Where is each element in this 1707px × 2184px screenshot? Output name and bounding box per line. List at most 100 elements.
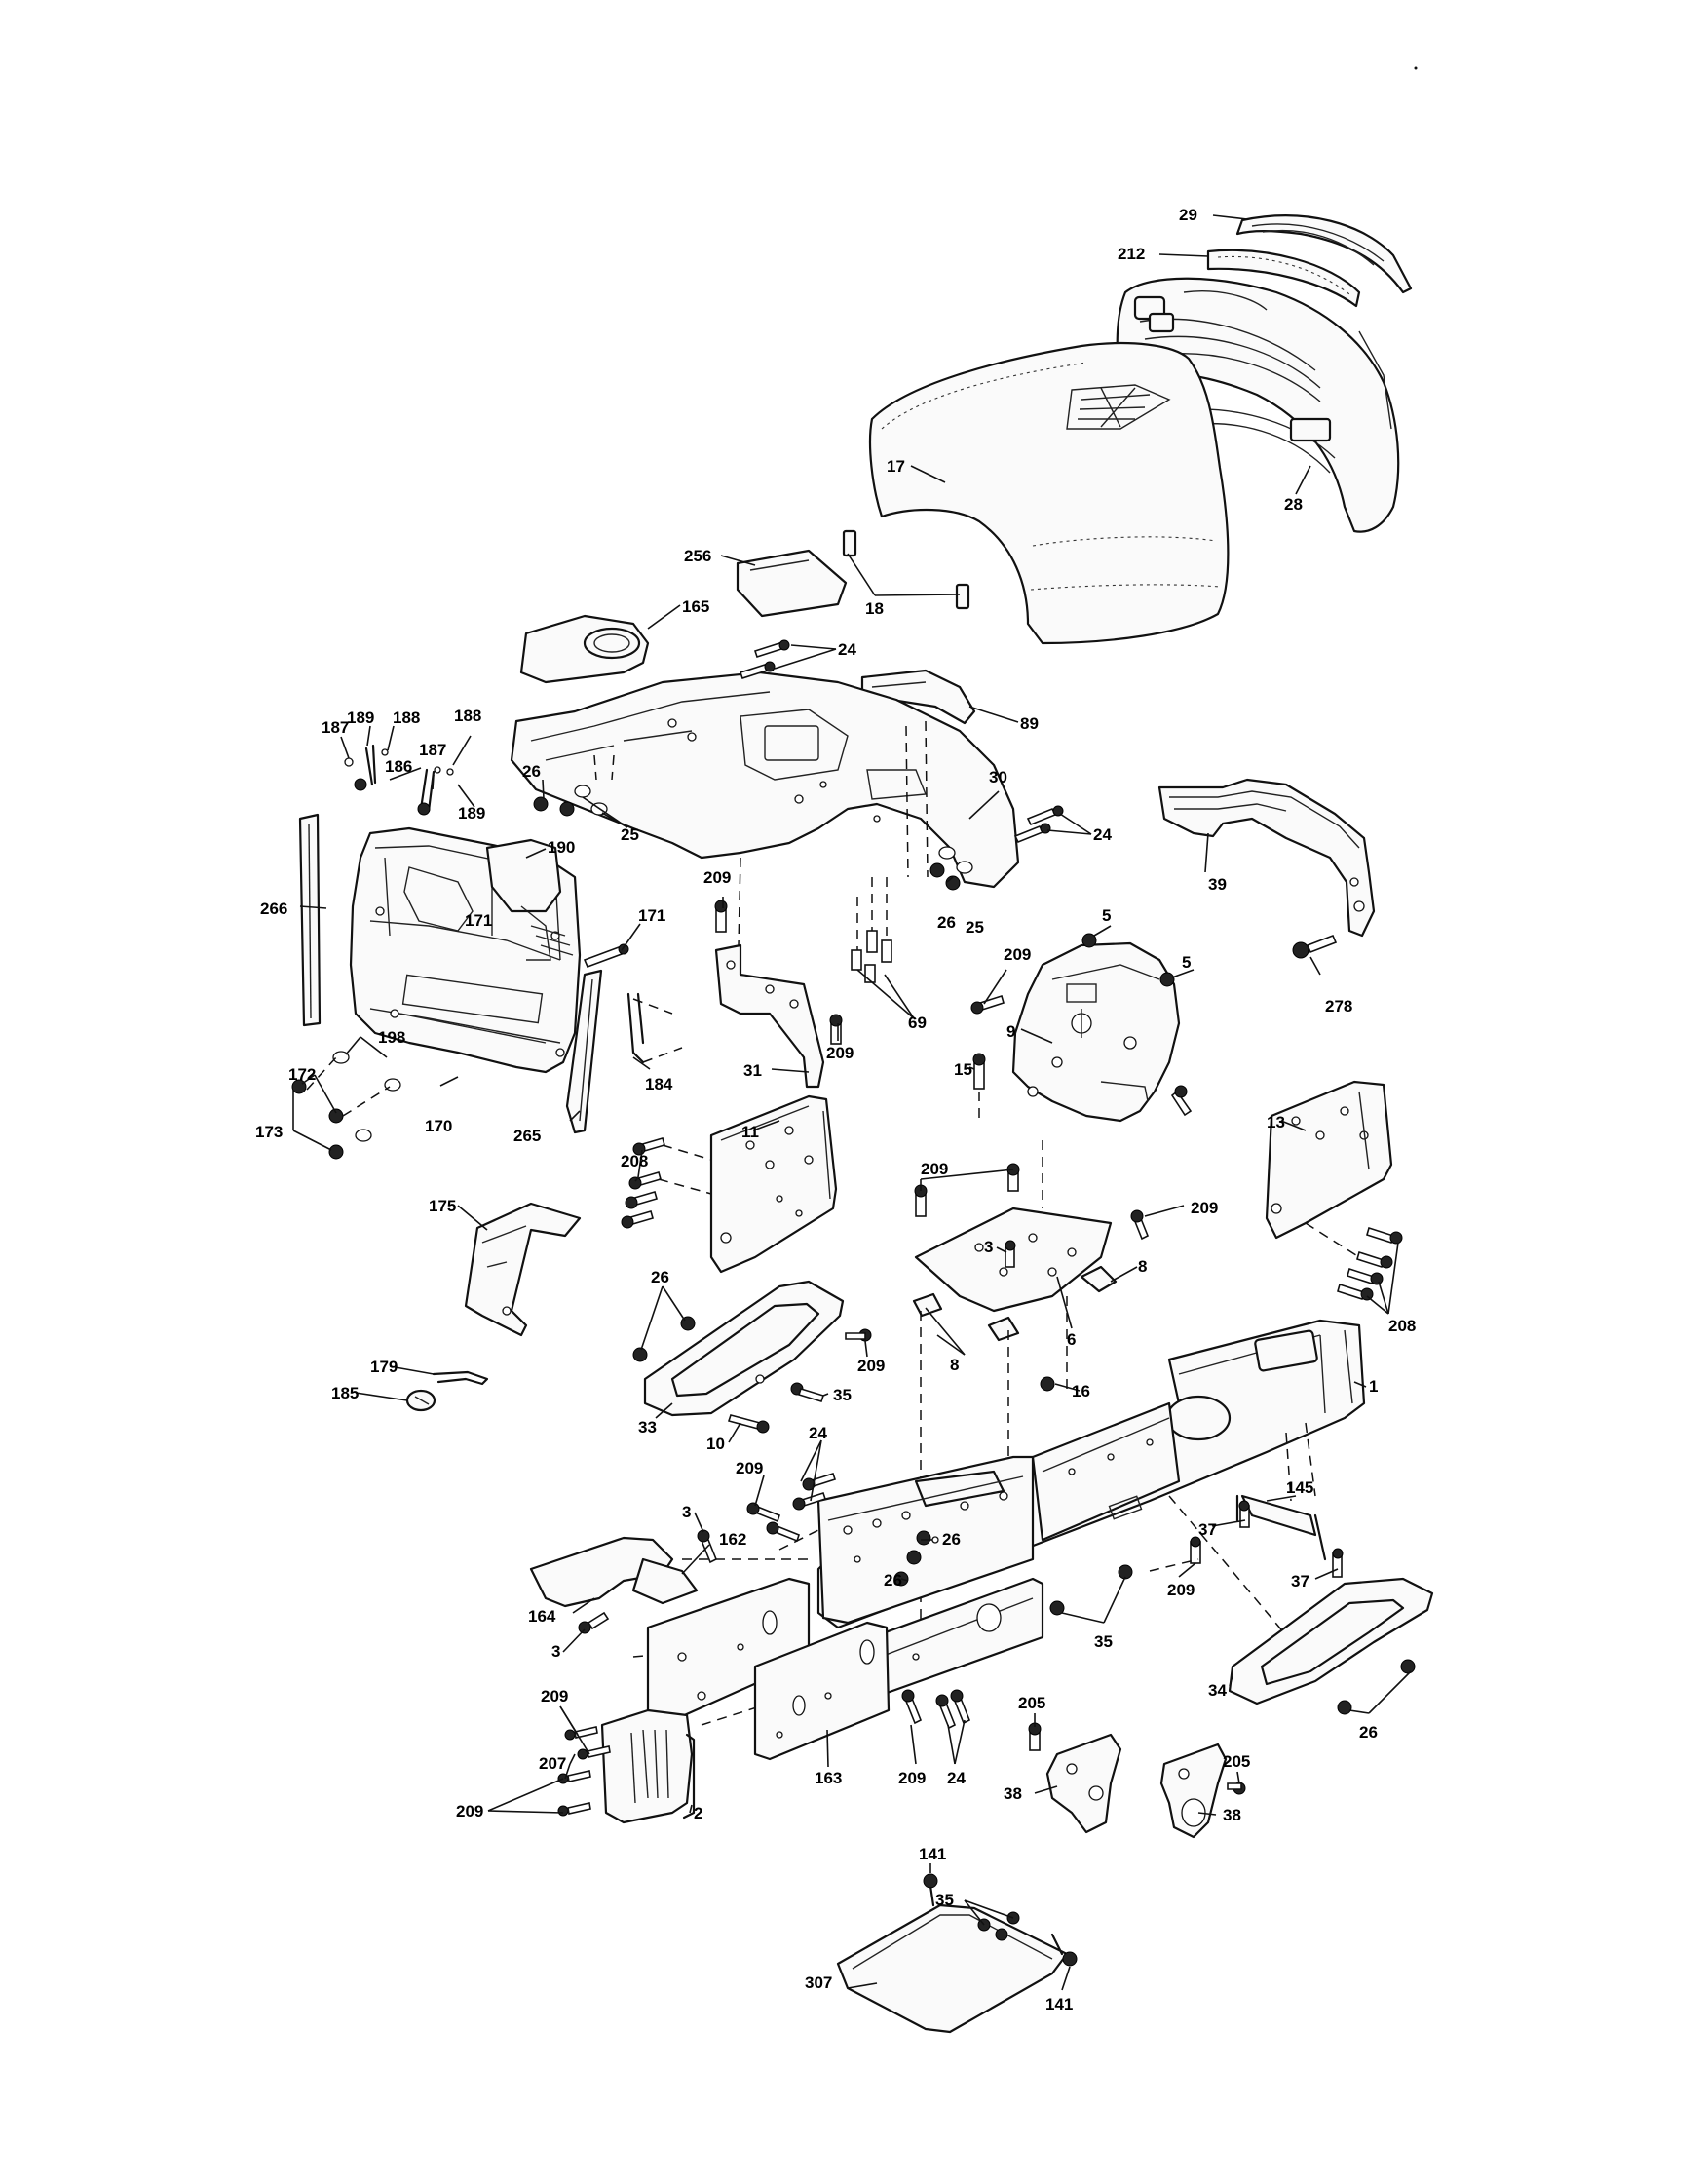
part-39-support-bracket (1157, 778, 1376, 938)
callout-37-b: 37 (1291, 1572, 1309, 1590)
callout-24-bottom: 24 (947, 1769, 966, 1787)
callout-9: 9 (1006, 1022, 1015, 1041)
part-13-right-panel (1265, 1080, 1393, 1240)
callout-89: 89 (1020, 714, 1039, 733)
callout-209-2-top: 209 (541, 1687, 568, 1705)
callout-3-plate: 3 (984, 1238, 993, 1256)
callout-35-33: 35 (833, 1386, 852, 1404)
part-185-grip (405, 1389, 436, 1412)
callout-141-top: 141 (919, 1845, 946, 1863)
callout-205-left: 205 (1018, 1694, 1045, 1712)
part-171-screw (583, 943, 629, 969)
callout-189-right: 189 (458, 804, 485, 823)
callout-18: 18 (865, 599, 884, 618)
callout-24-162: 24 (809, 1424, 827, 1442)
callout-15: 15 (954, 1060, 972, 1079)
part-24-bolts-right (1013, 805, 1064, 844)
part-33-left-footrest (643, 1280, 845, 1417)
part-209-bolt-frame (1190, 1536, 1201, 1564)
callout-171-right: 171 (638, 906, 665, 925)
part-209-bolts-9 (970, 994, 1193, 1117)
callout-190: 190 (548, 838, 575, 857)
callout-35-skid: 35 (935, 1891, 954, 1909)
callout-11: 11 (741, 1123, 759, 1141)
part-35-bolt-33 (790, 1382, 825, 1402)
callout-266: 266 (260, 900, 287, 918)
callout-1: 1 (1369, 1377, 1378, 1396)
part-165-cup-tray (519, 614, 650, 684)
callout-187-left: 187 (322, 718, 349, 737)
callout-26-upper: 26 (522, 762, 541, 781)
part-2-front-bracket (600, 1708, 696, 1824)
part-179-rod (432, 1370, 489, 1386)
part-17-hood (868, 341, 1230, 645)
callout-278: 278 (1325, 997, 1352, 1015)
part-175-shield (464, 1202, 582, 1337)
callout-24-right: 24 (1093, 825, 1112, 844)
part-38-bracket-right (1159, 1743, 1228, 1839)
callout-31: 31 (743, 1061, 762, 1080)
callout-6: 6 (1067, 1330, 1076, 1349)
part-35-bolts-lower (1049, 1564, 1133, 1616)
callout-185: 185 (331, 1384, 359, 1402)
callout-212: 212 (1118, 245, 1145, 263)
callout-26-frame-b: 26 (884, 1571, 902, 1590)
callout-39: 39 (1208, 875, 1227, 894)
part-172-173-198-hardware (291, 1051, 401, 1160)
part-265-right-strip (565, 969, 603, 1134)
callout-208-left: 208 (621, 1152, 648, 1170)
callout-5-top: 5 (1102, 906, 1111, 925)
callout-173: 173 (255, 1123, 283, 1141)
callout-10: 10 (706, 1435, 725, 1453)
part-1-frame-right-rail (1031, 1401, 1181, 1542)
part-164-brace (529, 1536, 699, 1608)
callout-170: 170 (425, 1117, 452, 1135)
callout-171-left: 171 (465, 911, 492, 930)
part-31-bracket (714, 943, 825, 1089)
callout-256: 256 (684, 547, 711, 565)
callout-141-bottom: 141 (1045, 1995, 1073, 2013)
callout-198: 198 (378, 1028, 405, 1047)
callout-26-34: 26 (1359, 1723, 1378, 1742)
callout-163: 163 (815, 1769, 842, 1787)
callout-205-right: 205 (1223, 1752, 1250, 1771)
callout-69: 69 (908, 1014, 927, 1032)
callout-209-frame: 209 (1167, 1581, 1195, 1599)
callout-8-right: 8 (1138, 1257, 1147, 1276)
part-8-clips (912, 1265, 1118, 1342)
callout-5-right: 5 (1182, 953, 1191, 972)
part-10-bolt (727, 1414, 770, 1434)
part-307-skid-plate (836, 1884, 1069, 2034)
part-16-nut (1040, 1376, 1055, 1392)
part-209-bolt-31 (714, 900, 843, 1045)
leader-lines (292, 214, 1412, 1991)
part-266-left-strip (298, 813, 322, 1027)
part-256-cover-plate (736, 549, 848, 618)
callout-35-frame: 35 (1094, 1632, 1113, 1651)
callout-38-left: 38 (1004, 1784, 1022, 1803)
part-208-bolts-right (1305, 1222, 1403, 1301)
part-207-209-bolts (557, 1726, 611, 1817)
callout-207: 207 (539, 1754, 566, 1773)
callout-34: 34 (1208, 1681, 1227, 1700)
part-9-engine-shroud (1011, 941, 1181, 1123)
callout-3-164: 3 (551, 1642, 560, 1661)
callout-165: 165 (682, 597, 709, 616)
callout-188-left: 188 (393, 709, 420, 727)
callout-209-31: 209 (826, 1044, 854, 1062)
callout-184: 184 (645, 1075, 673, 1093)
callout-30: 30 (989, 768, 1007, 786)
callout-209-162: 209 (736, 1459, 763, 1477)
part-18-hood-bumpers (842, 529, 970, 610)
callout-25-upper: 25 (621, 825, 639, 844)
part-38-bracket-left (1045, 1733, 1122, 1834)
part-24-bolts-top (739, 639, 790, 680)
callout-164: 164 (528, 1607, 556, 1626)
part-34-right-footrest (1228, 1577, 1434, 1705)
callout-3-162: 3 (682, 1503, 691, 1521)
part-5-nuts (1081, 933, 1175, 987)
callout-188-right: 188 (454, 707, 481, 725)
callout-189-left: 189 (347, 709, 374, 727)
callout-8-lower: 8 (950, 1356, 959, 1374)
callout-186: 186 (385, 757, 412, 776)
